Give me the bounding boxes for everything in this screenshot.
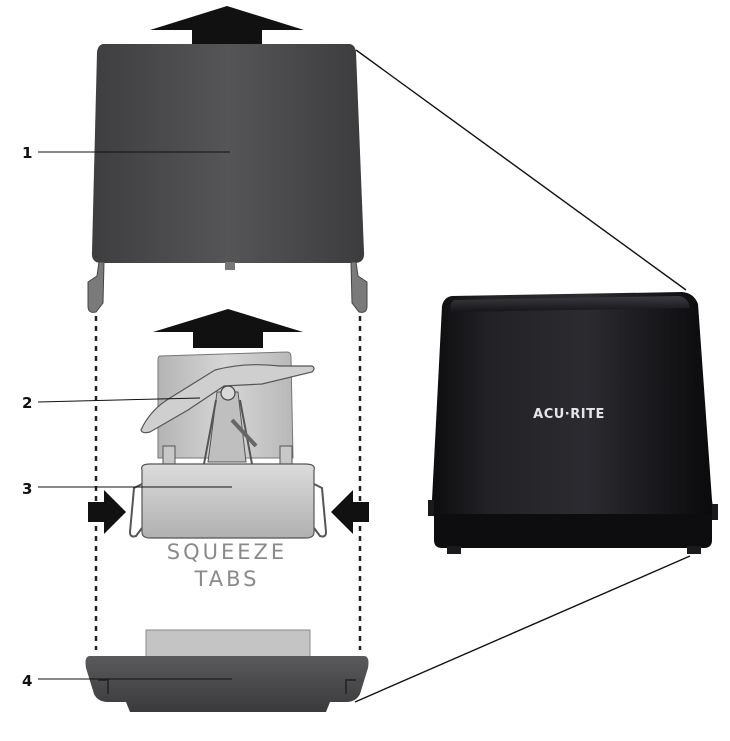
left-arrow-icon [331, 490, 369, 534]
collar-part-3 [128, 463, 328, 539]
connector-line-top [355, 49, 687, 291]
callout-number-1: 1 [22, 144, 32, 162]
squeeze-tabs-label-line1: SQUEEZE [167, 540, 287, 564]
base-part-4 [85, 629, 369, 712]
callout-number-2: 2 [22, 394, 32, 412]
callout-3: 3 [22, 480, 232, 498]
connector-line-bottom [354, 555, 691, 703]
callout-number-4: 4 [22, 672, 32, 690]
callout-2: 2 [22, 394, 201, 412]
squeeze-tabs-label-line2: TABS [194, 567, 260, 591]
cover-part-1 [87, 44, 368, 313]
up-arrow-icon [150, 6, 304, 46]
callout-1: 1 [22, 144, 230, 162]
assembled-sensor-housing: ACU·RITE [428, 292, 718, 554]
up-arrow-icon [153, 309, 303, 348]
brand-logo: ACU·RITE [533, 407, 605, 422]
right-arrow-icon [88, 490, 126, 534]
callout-number-3: 3 [22, 480, 32, 498]
callout-4: 4 [22, 672, 232, 690]
sensor-module-part-2 [140, 351, 315, 465]
